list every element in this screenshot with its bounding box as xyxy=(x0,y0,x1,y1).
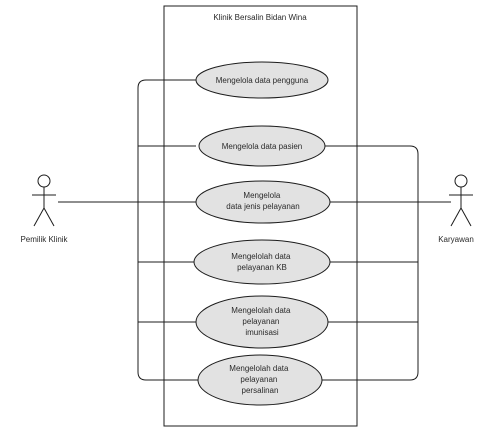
actor-left-name: Pemilik Klinik xyxy=(20,235,68,244)
svg-text:Mengelolah data pelayana: Mengelolah data pelayanan KB xyxy=(231,252,292,272)
use-case-3-line-1: Mengelola xyxy=(243,191,280,200)
right-associations xyxy=(322,145,451,381)
left-associations xyxy=(58,79,198,381)
use-case-5[interactable]: Mengelolah data pelayanan imunisasi xyxy=(195,295,329,349)
svg-text:Mengelola data pasien: Mengelola data pasien xyxy=(222,142,303,151)
use-case-5-line-2: pelayanan xyxy=(242,317,279,326)
use-case-1[interactable]: Mengelola data pengguna xyxy=(195,61,329,99)
svg-text:Mengelolah data pelayana: Mengelolah data pelayanan persalinan xyxy=(229,364,290,395)
actor-right[interactable] xyxy=(449,174,473,227)
use-case-5-line-1: Mengelolah data xyxy=(231,306,291,315)
use-case-6-line-3: persalinan xyxy=(242,386,279,395)
use-case-6-line-2: pelayanan xyxy=(240,375,277,384)
actor-right-head xyxy=(454,174,468,188)
svg-text:Mengelola data jenis pel: Mengelola data jenis pelayanan xyxy=(226,191,299,211)
use-case-3-line-2: data jenis pelayanan xyxy=(226,202,299,211)
use-case-2-line-1: Mengelola data pasien xyxy=(222,142,303,151)
use-case-6-line-1: Mengelolah data xyxy=(229,364,289,373)
svg-text:Mengelola data pengguna: Mengelola data pengguna xyxy=(216,76,309,85)
actor-right-name: Karyawan xyxy=(438,235,474,244)
system-title: Klinik Bersalin Bidan Wina xyxy=(213,13,307,22)
actor-left-head xyxy=(37,174,51,188)
svg-text:Mengelolah data pelayana: Mengelolah data pelayanan imunisasi xyxy=(231,306,292,337)
use-case-1-line-1: Mengelola data pengguna xyxy=(216,76,309,85)
use-case-3[interactable]: Mengelola data jenis pelayanan xyxy=(195,180,331,224)
use-case-2[interactable]: Mengelola data pasien xyxy=(198,125,326,167)
use-case-6[interactable]: Mengelolah data pelayanan persalinan xyxy=(197,354,323,406)
use-case-4-line-1: Mengelolah data xyxy=(231,252,291,261)
use-case-5-line-3: imunisasi xyxy=(245,328,279,337)
use-case-4[interactable]: Mengelolah data pelayanan KB xyxy=(193,239,331,285)
use-case-4-line-2: pelayanan KB xyxy=(237,263,287,272)
actor-left[interactable] xyxy=(32,174,56,227)
